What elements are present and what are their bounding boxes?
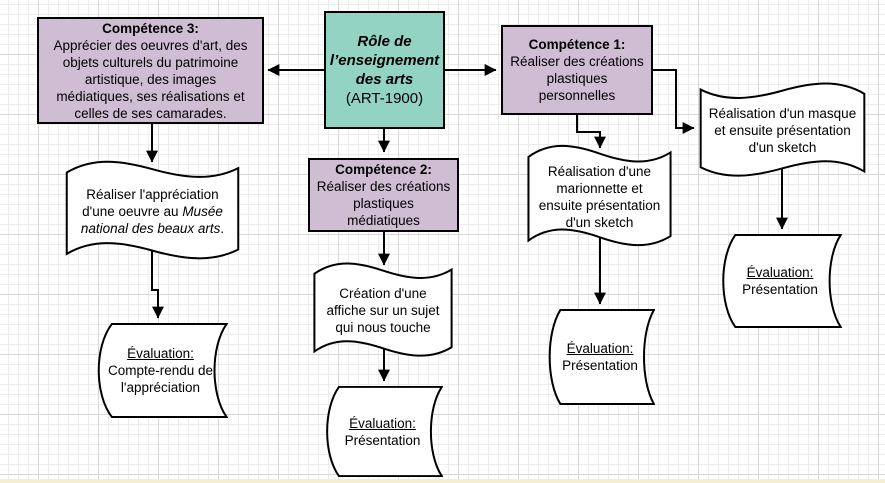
connector-competence1-to-masque[interactable] — [653, 69, 695, 134]
flowchart-box-role[interactable]: Rôle de l’enseignement des arts (ART-190… — [324, 11, 445, 129]
page-edge-strip — [0, 479, 885, 483]
flowchart-box-competence-2[interactable]: Compétence 2: Réaliser des créations pla… — [308, 158, 459, 232]
wavy-shape — [527, 140, 672, 253]
competence1-body: Réaliser des créations plastiques person… — [510, 54, 644, 103]
wavy-shape — [65, 156, 240, 266]
stored-data-eval-marionnette[interactable]: Évaluation: Présentation — [545, 309, 655, 405]
marionnette-text: Réalisation d'une marionnette et ensuite… — [538, 163, 661, 230]
masque-text: Réalisation d'un masque et ensuite prése… — [708, 106, 857, 155]
stored-data-eval-appreciation[interactable]: Évaluation: Compte-rendu de l'appréciati… — [93, 323, 228, 418]
stored-shape — [545, 309, 655, 405]
stored-shape — [322, 386, 443, 477]
stored-shape — [718, 234, 842, 328]
competence1-title: Compétence 1: — [528, 37, 626, 52]
stored-data-eval-affiche[interactable]: Évaluation: Présentation — [322, 386, 443, 477]
affiche-text: Création d'une affiche sur un sujet qui … — [326, 286, 440, 335]
wavy-shape — [699, 78, 866, 183]
role-title: Rôle de l’enseignement des arts — [329, 33, 440, 88]
competence2-body: Réaliser des créations plastiques médiat… — [316, 179, 451, 228]
role-subtitle: (ART-1900) — [345, 90, 424, 107]
eval-affiche-text: Évaluation: Présentation — [344, 415, 421, 448]
eval-appreciation-text: Évaluation: Compte-rendu de l'appréciati… — [107, 346, 214, 395]
eval-masque-text: Évaluation: Présentation — [742, 265, 818, 297]
wavy-doc-appreciation[interactable]: Réaliser l'appréciation d'une oeuvre au … — [65, 156, 240, 266]
competence2-title: Compétence 2: — [335, 162, 432, 177]
stored-data-eval-masque[interactable]: Évaluation: Présentation — [718, 234, 842, 328]
wavy-doc-masque[interactable]: Réalisation d'un masque et ensuite prése… — [699, 78, 866, 183]
competence3-body: Apprécier des oeuvres d'art, des objets … — [53, 37, 248, 121]
wavy-doc-affiche[interactable]: Création d'une affiche sur un sujet qui … — [313, 258, 453, 363]
flowchart-box-competence-3[interactable]: Compétence 3: Apprécier des oeuvres d'ar… — [37, 17, 264, 124]
wavy-doc-marionnette[interactable]: Réalisation d'une marionnette et ensuite… — [527, 140, 672, 253]
flowchart-box-competence-1[interactable]: Compétence 1: Réaliser des créations pla… — [501, 25, 653, 115]
eval-marionnette-text: Évaluation: Présentation — [562, 341, 638, 373]
competence3-title: Compétence 3: — [102, 20, 199, 36]
stored-shape — [93, 323, 228, 418]
wavy-shape — [313, 258, 453, 363]
appreciation-text: Réaliser l'appréciation d'une oeuvre au … — [80, 186, 225, 236]
